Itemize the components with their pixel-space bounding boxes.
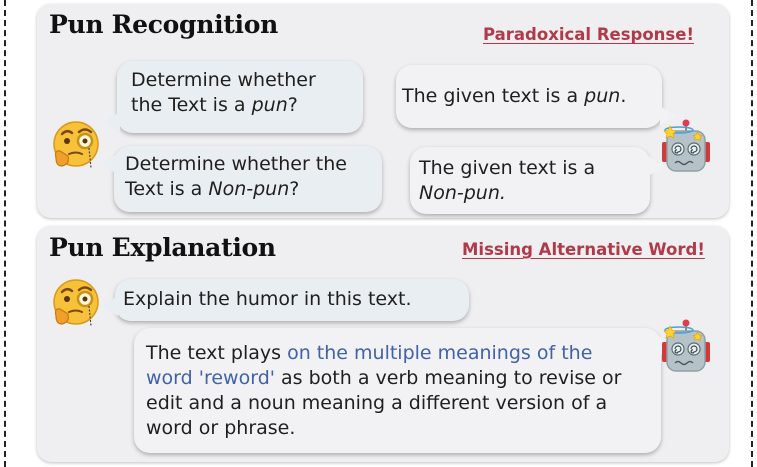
answer-bubble-pun: The given text is a pun. bbox=[396, 65, 662, 128]
bubble-tail bbox=[104, 112, 120, 132]
answer-line: The given text is a bbox=[419, 157, 596, 179]
explain-question-bubble: Explain the humor in this text. bbox=[115, 279, 469, 321]
left-dashed-border bbox=[4, 0, 6, 467]
question-bubble-non-pun: Determine whether the Text is a Non-pun? bbox=[114, 146, 382, 212]
dizzy-robot-icon bbox=[662, 119, 710, 172]
bubble-tail bbox=[101, 154, 117, 174]
question-line: Text is a Non-pun? bbox=[125, 178, 300, 200]
bubble-tail bbox=[648, 156, 664, 176]
bubble-tail bbox=[660, 106, 676, 126]
question-bubble-pun: Determine whether the Text is a pun? bbox=[117, 61, 363, 133]
warning-label: Missing Alternative Word! bbox=[462, 240, 705, 259]
warning-label: Paradoxical Response! bbox=[483, 25, 694, 44]
section-title: Pun Recognition bbox=[49, 10, 278, 39]
bubble-tail bbox=[102, 296, 118, 316]
answer-bubble-non-pun: The given text is a Non-pun. bbox=[410, 147, 650, 214]
right-dashed-border bbox=[751, 0, 753, 467]
section-title: Pun Explanation bbox=[49, 233, 276, 262]
question-line: Determine whether the bbox=[125, 153, 347, 175]
pun-explanation-panel: Pun Explanation Missing Alternative Word… bbox=[37, 226, 729, 462]
question-line: the Text is a pun? bbox=[131, 94, 298, 116]
highlighted-phrase: on the multiple meanings of the word 're… bbox=[146, 342, 593, 389]
question-line: Determine whether bbox=[131, 69, 316, 91]
dizzy-robot-icon bbox=[662, 319, 710, 372]
answer-line: Non-pun. bbox=[419, 182, 506, 204]
thinking-monocle-face-icon bbox=[53, 121, 99, 169]
explain-answer-bubble: The text plays on the multiple meanings … bbox=[134, 328, 661, 453]
thinking-monocle-face-icon bbox=[53, 279, 99, 327]
pun-recognition-panel: Pun Recognition Paradoxical Response! De… bbox=[37, 4, 729, 218]
